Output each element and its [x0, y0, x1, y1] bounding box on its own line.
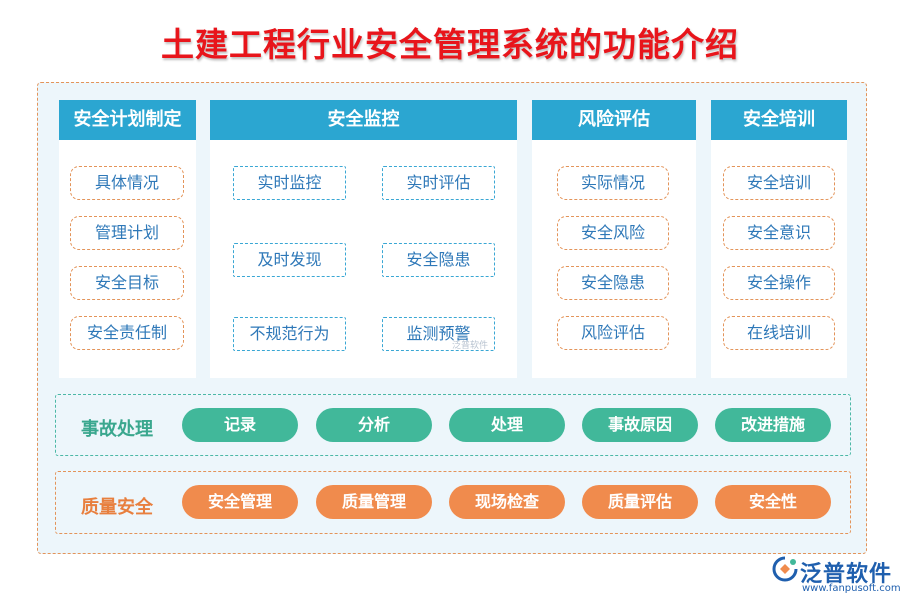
item-box: 安全操作	[723, 266, 835, 300]
item-box: 安全风险	[557, 216, 669, 250]
chip: 事故原因	[582, 408, 698, 442]
chip: 质量评估	[582, 485, 698, 519]
logo-icon	[772, 556, 798, 582]
logo-text: 泛普软件	[800, 562, 893, 587]
item-box: 实际情况	[557, 166, 669, 200]
column-risk-assessment: 风险评估 实际情况 安全风险 安全隐患 风险评估	[532, 100, 696, 378]
column-header: 风险评估	[532, 100, 696, 140]
item-box: 安全责任制	[70, 316, 184, 350]
item-box: 具体情况	[70, 166, 184, 200]
logo-url: www.fanpusoft.com	[802, 583, 900, 594]
band-quality-safety: 质量安全 安全管理 质量管理 现场检查 质量评估 安全性	[55, 471, 851, 534]
chip: 安全性	[715, 485, 831, 519]
item-box: 安全意识	[723, 216, 835, 250]
item-box: 及时发现	[233, 243, 346, 277]
chip: 分析	[316, 408, 432, 442]
column-header: 安全计划制定	[59, 100, 196, 140]
column-safety-monitoring: 安全监控 实时监控 实时评估 及时发现 安全隐患 不规范行为 监测预警	[210, 100, 517, 378]
chip: 处理	[449, 408, 565, 442]
column-safety-training: 安全培训 安全培训 安全意识 安全操作 在线培训	[711, 100, 847, 378]
chip: 记录	[182, 408, 298, 442]
chip: 现场检查	[449, 485, 565, 519]
item-box: 实时评估	[382, 166, 495, 200]
item-box: 管理计划	[70, 216, 184, 250]
item-box: 风险评估	[557, 316, 669, 350]
page-title: 土建工程行业安全管理系统的功能介绍	[161, 25, 739, 64]
band-accident-handling: 事故处理 记录 分析 处理 事故原因 改进措施	[55, 394, 851, 456]
item-box: 安全隐患	[557, 266, 669, 300]
chip: 改进措施	[715, 408, 831, 442]
item-box: 实时监控	[233, 166, 346, 200]
brand-logo: 泛普软件 www.fanpusoft.com	[772, 556, 900, 596]
chip: 安全管理	[182, 485, 298, 519]
item-box: 安全隐患	[382, 243, 495, 277]
item-box: 安全目标	[70, 266, 184, 300]
watermark: 泛普软件	[452, 341, 489, 351]
column-safety-plan: 安全计划制定 具体情况 管理计划 安全目标 安全责任制	[59, 100, 196, 378]
item-box: 在线培训	[723, 316, 835, 350]
item-box: 安全培训	[723, 166, 835, 200]
band-label: 质量安全	[81, 497, 153, 518]
column-header: 安全监控	[210, 100, 517, 140]
column-header: 安全培训	[711, 100, 847, 140]
item-box: 监测预警	[382, 317, 495, 351]
band-label: 事故处理	[81, 419, 153, 440]
item-box: 不规范行为	[233, 317, 346, 351]
chip: 质量管理	[316, 485, 432, 519]
